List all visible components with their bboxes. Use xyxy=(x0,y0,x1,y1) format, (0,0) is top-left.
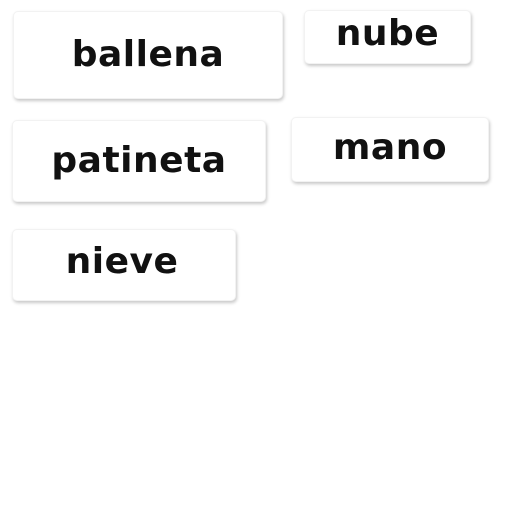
word-card-patineta[interactable]: patineta xyxy=(12,120,266,202)
word-card-label: nube xyxy=(335,13,440,54)
word-card-nieve[interactable]: nieve xyxy=(12,229,236,301)
word-card-mano[interactable]: mano xyxy=(291,117,489,182)
word-card-label: nieve xyxy=(65,241,179,282)
word-card-nube[interactable]: nube xyxy=(304,10,471,64)
word-card-ballena[interactable]: ballena xyxy=(13,11,283,99)
word-card-label: ballena xyxy=(71,34,225,75)
word-card-label: mano xyxy=(332,126,448,168)
word-card-label: patineta xyxy=(51,140,227,181)
